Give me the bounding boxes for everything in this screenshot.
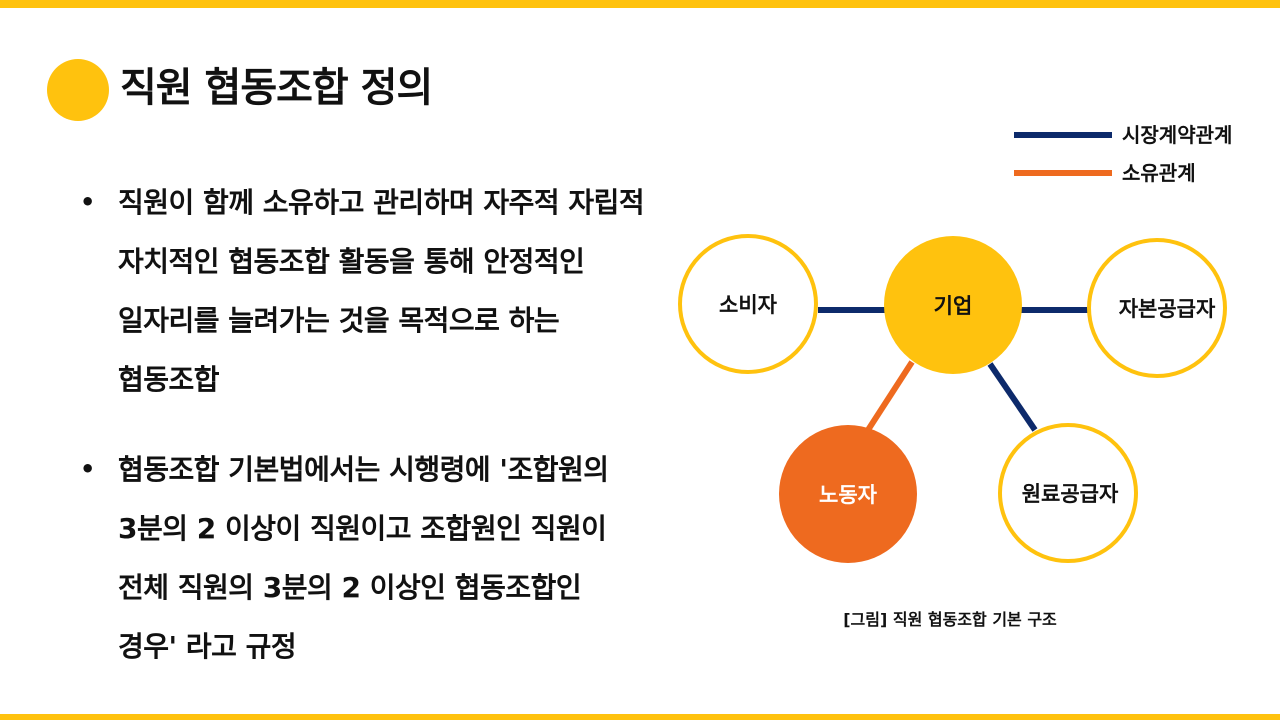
node-consumer-label: 소비자 [719, 293, 778, 317]
title-dot [47, 59, 109, 121]
legend-swatch-ownership [1014, 170, 1112, 176]
node-company-circle [884, 236, 1022, 374]
node-worker-label: 노동자 [819, 483, 878, 507]
node-consumer: 소비자 [678, 234, 818, 374]
bullet-text: 협동조합 기본법에서는 시행령에 '조합원의 3분의 2 이상이 직원이고 조합… [118, 453, 609, 663]
legend-label-ownership: 소유관계 [1122, 161, 1196, 185]
bullet-text: 직원이 함께 소유하고 관리하며 자주적 자립적 자치적인 협동조합 활동을 통… [118, 186, 645, 396]
node-company: 기업 [884, 236, 1022, 374]
bullet-item-regulation: • 협동조합 기본법에서는 시행령에 '조합원의 3분의 2 이상이 직원이고 … [78, 440, 648, 676]
node-worker: 노동자 [779, 425, 917, 563]
node-capital-supplier-circle [1087, 238, 1227, 378]
bottom-accent-bar [0, 714, 1280, 720]
legend-label-market: 시장계약관계 [1122, 123, 1233, 147]
node-company-label: 기업 [934, 294, 973, 318]
top-accent-bar [0, 0, 1280, 8]
node-capital-supplier-label: 자본공급자 [1119, 297, 1216, 321]
node-material-supplier: 원료공급자 [998, 423, 1138, 563]
node-consumer-circle [678, 234, 818, 374]
bullet-marker: • [80, 188, 95, 216]
node-capital-supplier: 자본공급자 [1087, 238, 1227, 378]
bullet-list: • 직원이 함께 소유하고 관리하며 자주적 자립적 자치적인 협동조합 활동을… [78, 173, 648, 707]
page-title: 직원 협동조합 정의 [120, 65, 433, 111]
node-material-supplier-label: 원료공급자 [1022, 482, 1119, 506]
node-material-supplier-circle [998, 423, 1138, 563]
edge-company-material [987, 362, 1038, 432]
edge-company-worker [865, 360, 915, 432]
bullet-item-definition: • 직원이 함께 소유하고 관리하며 자주적 자립적 자치적인 협동조합 활동을… [78, 173, 648, 409]
node-worker-circle [779, 425, 917, 563]
legend-swatch-market [1014, 132, 1112, 138]
bullet-marker: • [80, 455, 95, 483]
diagram-caption: [그림] 직원 협동조합 기본 구조 [843, 610, 1057, 629]
